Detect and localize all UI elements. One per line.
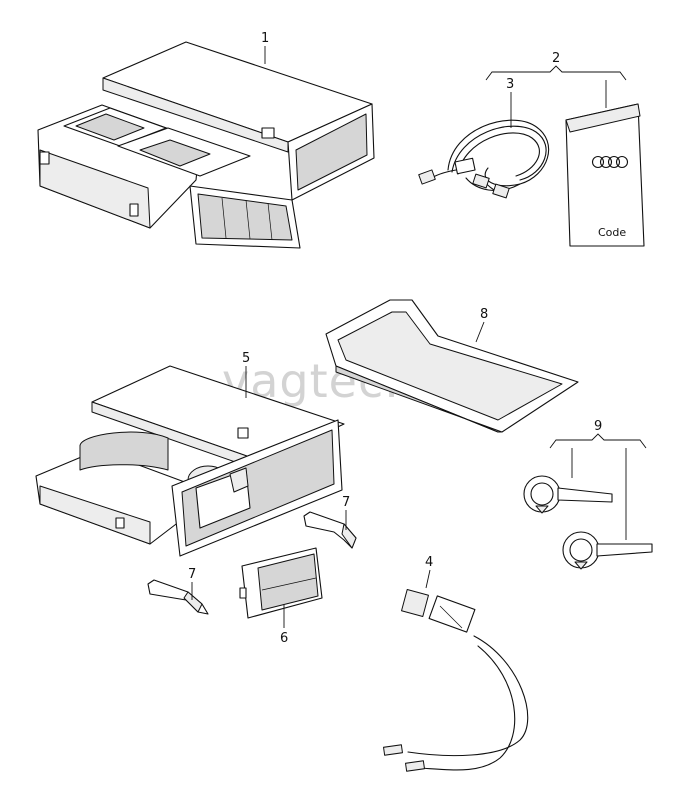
part-7-clip-left	[147, 579, 209, 615]
part-6-cover	[239, 547, 323, 619]
part-3-wiring-harness	[418, 119, 550, 199]
callout-7-left: 7	[188, 567, 196, 582]
callout-4: 4	[425, 555, 433, 570]
part-1-housing	[37, 41, 375, 249]
callout-6: 6	[280, 631, 288, 646]
part-2-code-leaflet: Code	[565, 103, 645, 247]
part-9-removal-tool-upper	[523, 475, 613, 514]
part-7-clip-right	[303, 511, 357, 549]
part-8-tray-mat	[325, 299, 579, 433]
part-9-removal-tool-lower	[562, 531, 653, 570]
four-rings-logo-icon	[591, 155, 629, 169]
callout-7-right: 7	[342, 495, 350, 510]
part-4-adapter-harness	[383, 589, 529, 772]
callout-3: 3	[506, 77, 514, 92]
callout-9: 9	[594, 419, 602, 434]
callout-1: 1	[261, 31, 269, 46]
callout-2: 2	[552, 51, 560, 66]
callout-5: 5	[242, 351, 250, 366]
leader-lines	[191, 46, 647, 628]
callouts: 1 2 3 5 8 9 7 4 7 6	[188, 31, 602, 646]
callout-8: 8	[480, 307, 488, 322]
part-5-storage-compartment	[35, 365, 345, 557]
leaflet-code-label: Code	[598, 226, 626, 239]
